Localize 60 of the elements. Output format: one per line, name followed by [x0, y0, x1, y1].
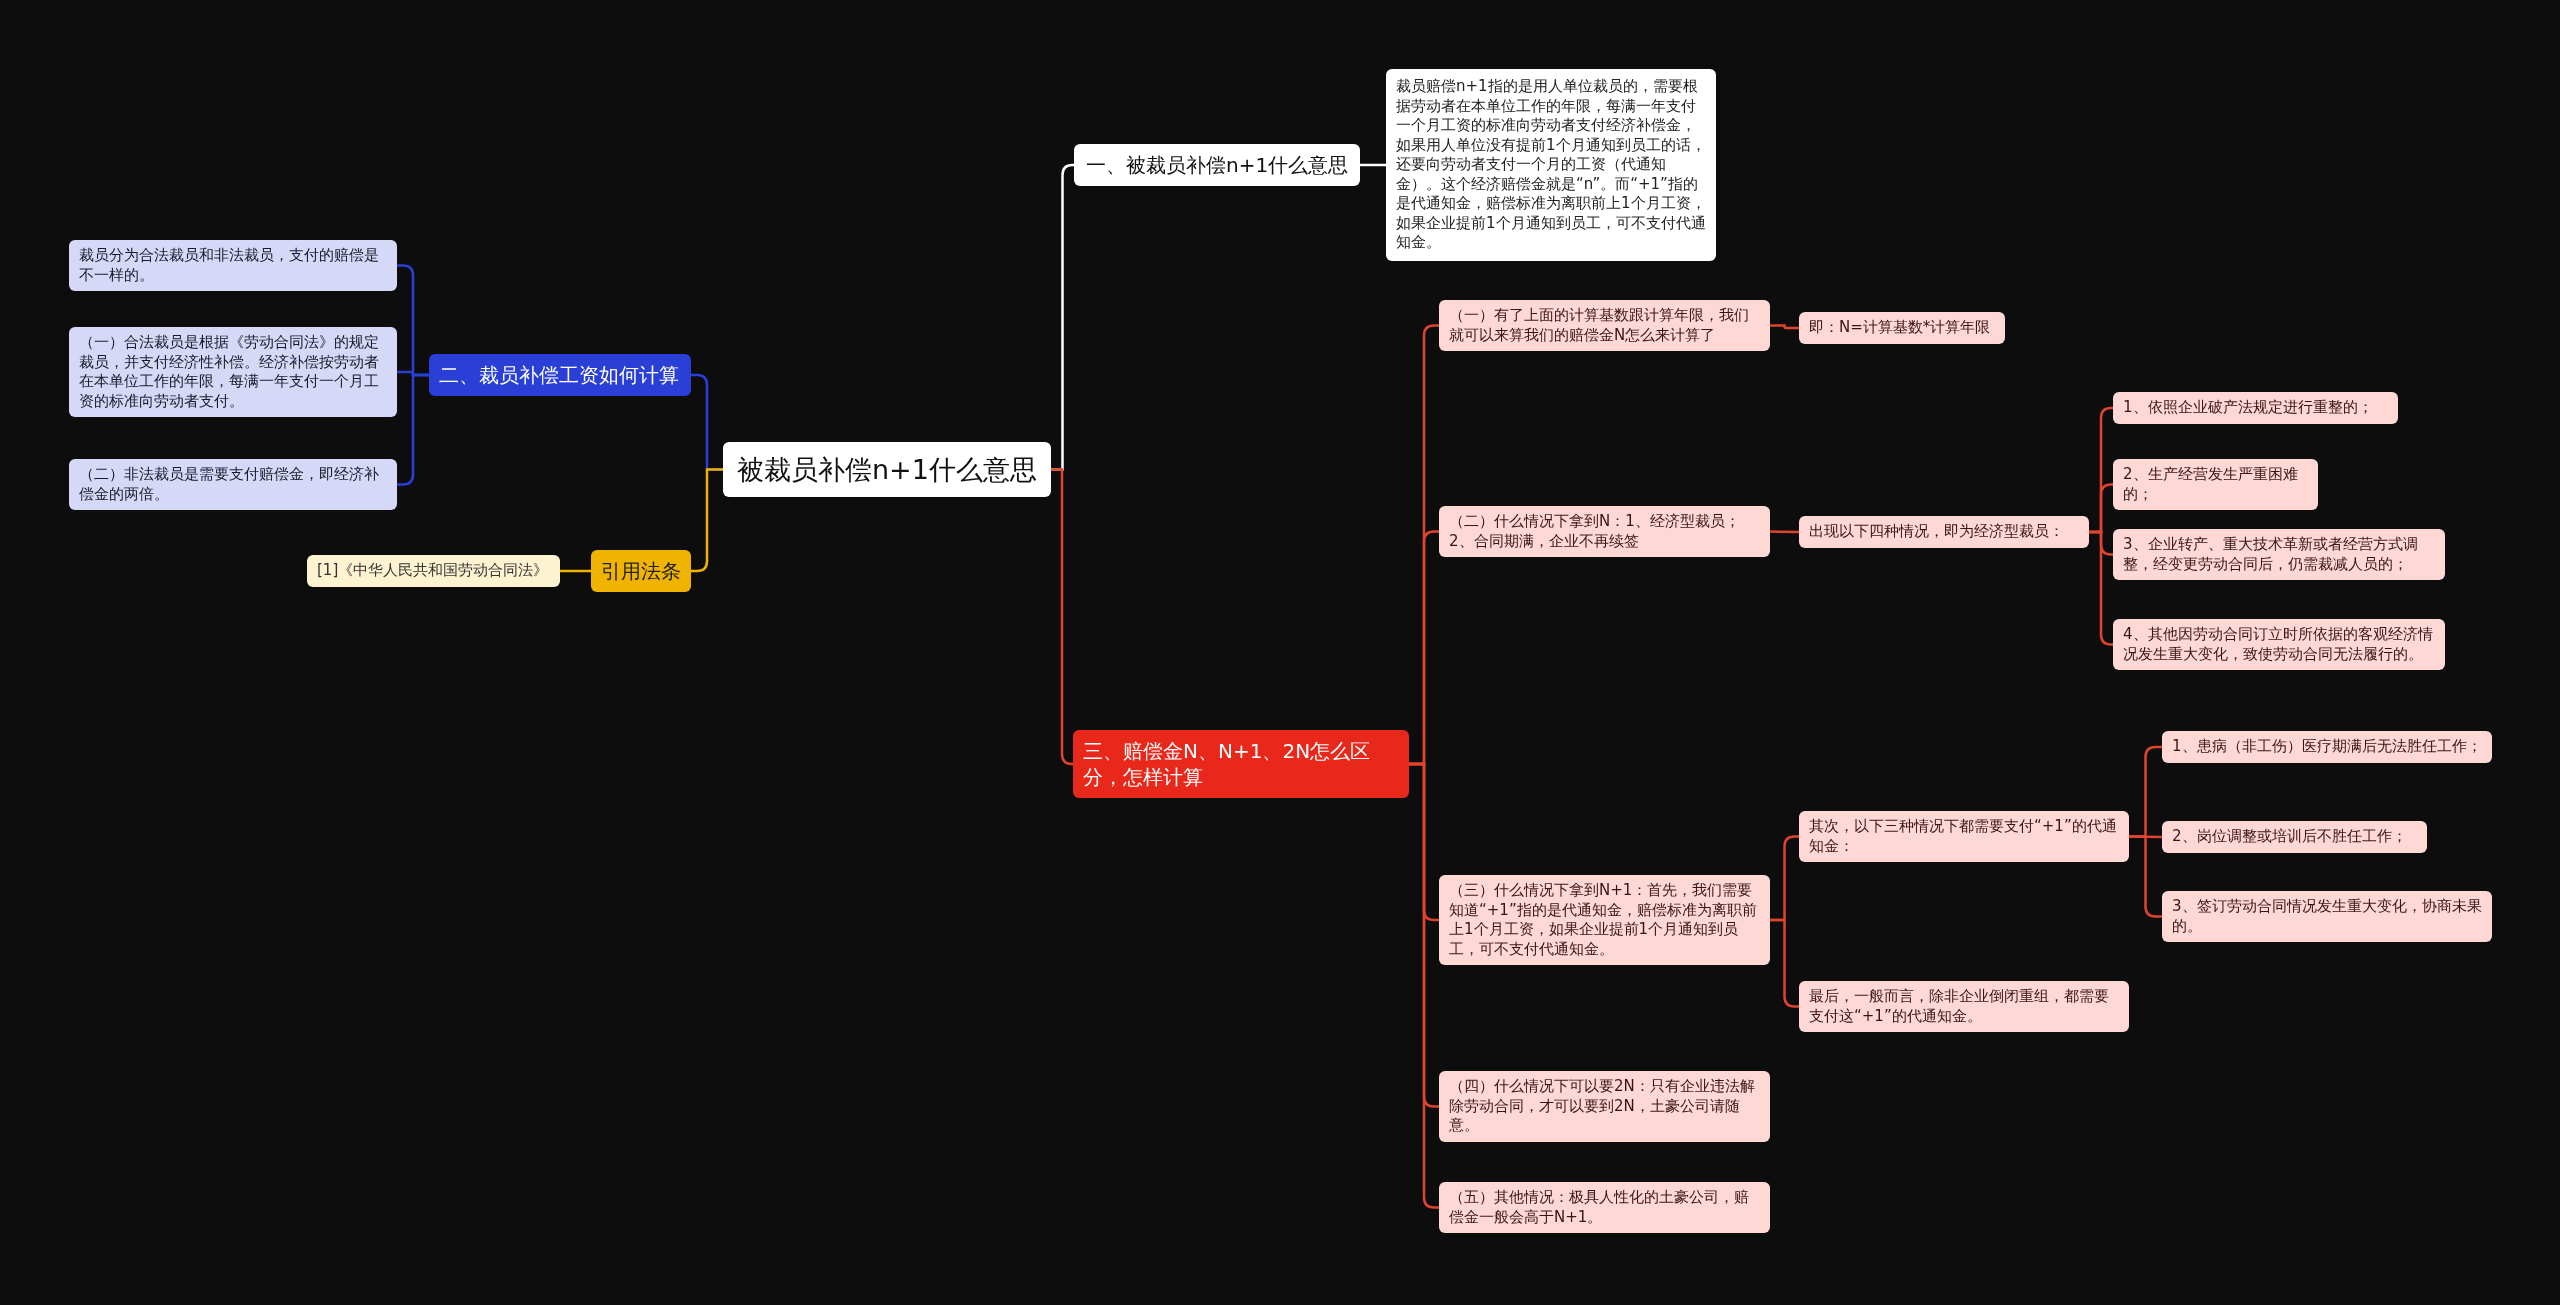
connector-line [2089, 530, 2113, 646]
topic-text: （一）有了上面的计算基数跟计算年限，我们就可以来算我们的赔偿金N怎么来计算了 [1449, 306, 1750, 345]
topic-text: 4、其他因劳动合同订立时所依据的客观经济情况发生重大变化，致使劳动合同无法履行的。 [2123, 625, 2434, 664]
topic-text: [1]《中华人民共和国劳动合同法》 [317, 561, 550, 581]
topic-text: 1、患病（非工伤）医疗期满后无法胜任工作； [2172, 737, 2482, 757]
topic-box [429, 354, 691, 396]
topic-text: 三、赔偿金N、N+1、2N怎么区分，怎样计算 [1083, 738, 1372, 790]
topic-text: 1、依照企业破产法规定进行重整的； [2123, 398, 2374, 418]
topic-text: 二、裁员补偿工资如何计算 [439, 362, 680, 388]
topic-text: （二）什么情况下拿到N：1、经济型裁员；2、合同期满，企业不再续签 [1449, 512, 1741, 551]
topic-text: 一、被裁员补偿n+1什么意思 [1086, 152, 1349, 178]
topic-text: 3、企业转产、重大技术革新或者经营方式调整，经变更劳动合同后，仍需裁减人员的； [2123, 535, 2419, 574]
topic-box [2113, 392, 2398, 424]
topic-box [1799, 811, 2129, 862]
connector-line [560, 569, 591, 573]
topic-text: （五）其他情况：极具人性化的土豪公司，赔偿金一般会高于N+1。 [1449, 1188, 1750, 1227]
connector-line [1769, 530, 1800, 534]
topic-box [1799, 312, 2005, 344]
topic-text: 即：N=计算基数*计算年限 [1809, 318, 1992, 338]
topic-box [69, 240, 397, 291]
topic-box [2113, 459, 2318, 510]
topic-text: 2、生产经营发生严重困难的； [2123, 465, 2299, 504]
topic-box [2113, 529, 2445, 580]
topic-text: 其次，以下三种情况下都需要支付“+1”的代通知金： [1809, 817, 2118, 856]
topic-box [307, 555, 560, 587]
topic-text: （三）什么情况下拿到N+1：首先，我们需要知道“+1”指的是代通知金，赔偿标准为离职前上1个月工资，如果企业提前1个月通知到员工，可不支付代通知金。 [1449, 881, 1758, 959]
topic-text: （二）非法裁员是需要支付赔偿金，即经济补偿金的两倍。 [79, 465, 380, 504]
topic-box [1439, 300, 1770, 351]
topic-text: 裁员分为合法裁员和非法裁员，支付的赔偿是不一样的。 [79, 246, 380, 285]
topic-box [1439, 506, 1770, 557]
topic-text: 最后，一般而言，除非企业倒闭重组，都需要支付这“+1”的代通知金。 [1809, 987, 2110, 1026]
topic-text: （一）合法裁员是根据《劳动合同法》的规定裁员，并支付经济性补偿。经济补偿按劳动者在本单位工作的年限，每满一年支付一个月工资的标准向劳动者支付。 [79, 333, 380, 411]
topic-text: 裁员赔偿n+1指的是用人单位裁员的，需要根据劳动者在本单位工作的年限，每满一年支付一个月工资的标准向劳动者支付经济补偿金，如果用人单位没有提前1个月通知到员工的话，还要向劳动者支付一个月的工资（代通知金）。这个经济赔偿金就是“n”。而“+1”指的是代通知金，赔偿标准为离职前上1个月工资，如果企业提前1个月通知到员工，可不支付代通知金。 [1396, 77, 1706, 253]
topic-box [1799, 981, 2129, 1032]
topic-text: 3、签订劳动合同情况发生重大变化，协商未果的。 [2172, 897, 2482, 936]
topic-box [2162, 821, 2427, 853]
topic-box [2113, 619, 2445, 670]
topic-text: 被裁员补偿n+1什么意思 [737, 453, 1037, 487]
connector-line [1051, 468, 1074, 766]
connector-line [397, 373, 429, 486]
connector-line [1360, 163, 1386, 167]
topic-box [69, 459, 397, 510]
topic-box [723, 442, 1051, 498]
topic-text: 2、岗位调整或培训后不胜任工作； [2172, 827, 2408, 847]
topic-box [2162, 891, 2492, 942]
topic-box [2162, 731, 2492, 763]
topic-text: 出现以下四种情况，即为经济型裁员： [1809, 522, 2065, 542]
topic-box [1074, 144, 1361, 186]
connector-line [1770, 324, 1799, 330]
topic-text: 引用法条 [601, 558, 681, 584]
topic-box [69, 327, 397, 417]
topic-box [1439, 1182, 1770, 1233]
topic-box [1439, 875, 1770, 965]
topic-box [1439, 1071, 1770, 1142]
connector-line [691, 468, 723, 573]
topic-box [1799, 516, 2089, 548]
topic-text: （四）什么情况下可以要2N：只有企业违法解除劳动合同，才可以要到2N，土豪公司请随意。 [1449, 1077, 1756, 1136]
connector-line [2129, 835, 2162, 918]
topic-box [1073, 730, 1409, 798]
topic-box [591, 550, 691, 592]
